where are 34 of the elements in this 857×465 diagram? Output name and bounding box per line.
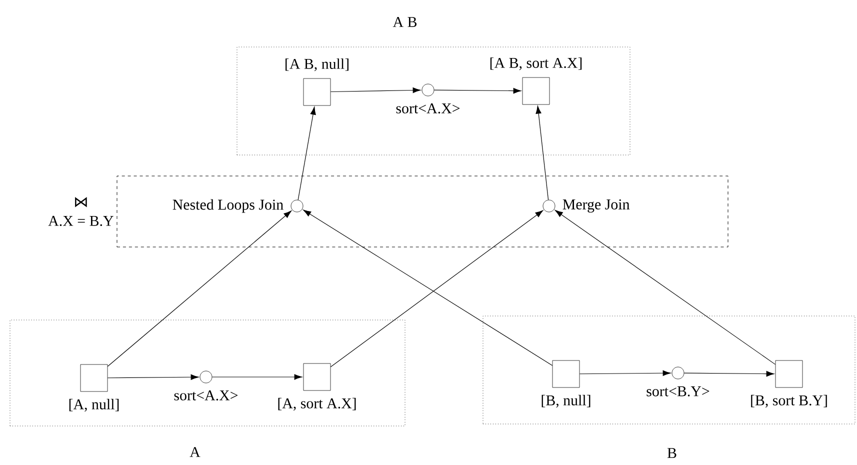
node-label: [A, null] bbox=[69, 398, 119, 412]
node-label: A bbox=[190, 447, 200, 457]
node-label: A.X = B.Y bbox=[48, 216, 114, 226]
state-square: [A, sort A.X] bbox=[278, 363, 356, 411]
arrow bbox=[107, 374, 199, 380]
arrow bbox=[536, 106, 549, 200]
state-square: [A B, null] bbox=[286, 58, 348, 106]
node-label: [A, sort A.X] bbox=[278, 398, 356, 411]
arrow bbox=[212, 374, 302, 380]
arrow bbox=[298, 106, 316, 200]
state-square: [B, sort B.Y] bbox=[751, 360, 827, 408]
arrow bbox=[579, 370, 671, 376]
node-label: ⋈ bbox=[75, 197, 87, 208]
state-square: [B, null] bbox=[542, 360, 590, 408]
node-label: [B, null] bbox=[542, 394, 590, 408]
arrow bbox=[330, 87, 421, 94]
arrow bbox=[684, 370, 774, 377]
node-label: B bbox=[667, 448, 676, 458]
node-label: [A B, sort A.X] bbox=[490, 57, 582, 70]
arrow bbox=[554, 210, 776, 365]
node-label: [A B, null] bbox=[286, 58, 348, 72]
arrow bbox=[330, 210, 544, 368]
node-label: sort<A.X> bbox=[174, 390, 238, 400]
arrow bbox=[107, 210, 292, 367]
state-square: [A, null] bbox=[69, 364, 119, 412]
node-label: [B, sort B.Y] bbox=[751, 394, 827, 408]
state-square: [A B, sort A.X] bbox=[490, 57, 582, 105]
arrow bbox=[434, 88, 522, 94]
node-label: sort<A.X> bbox=[396, 103, 460, 114]
node-label: sort<B.Y> bbox=[646, 386, 710, 396]
arrow bbox=[303, 210, 553, 366]
node-label: A B bbox=[392, 17, 417, 27]
node-label: Merge Join bbox=[562, 199, 630, 213]
node-label: Nested Loops Join bbox=[172, 199, 284, 213]
